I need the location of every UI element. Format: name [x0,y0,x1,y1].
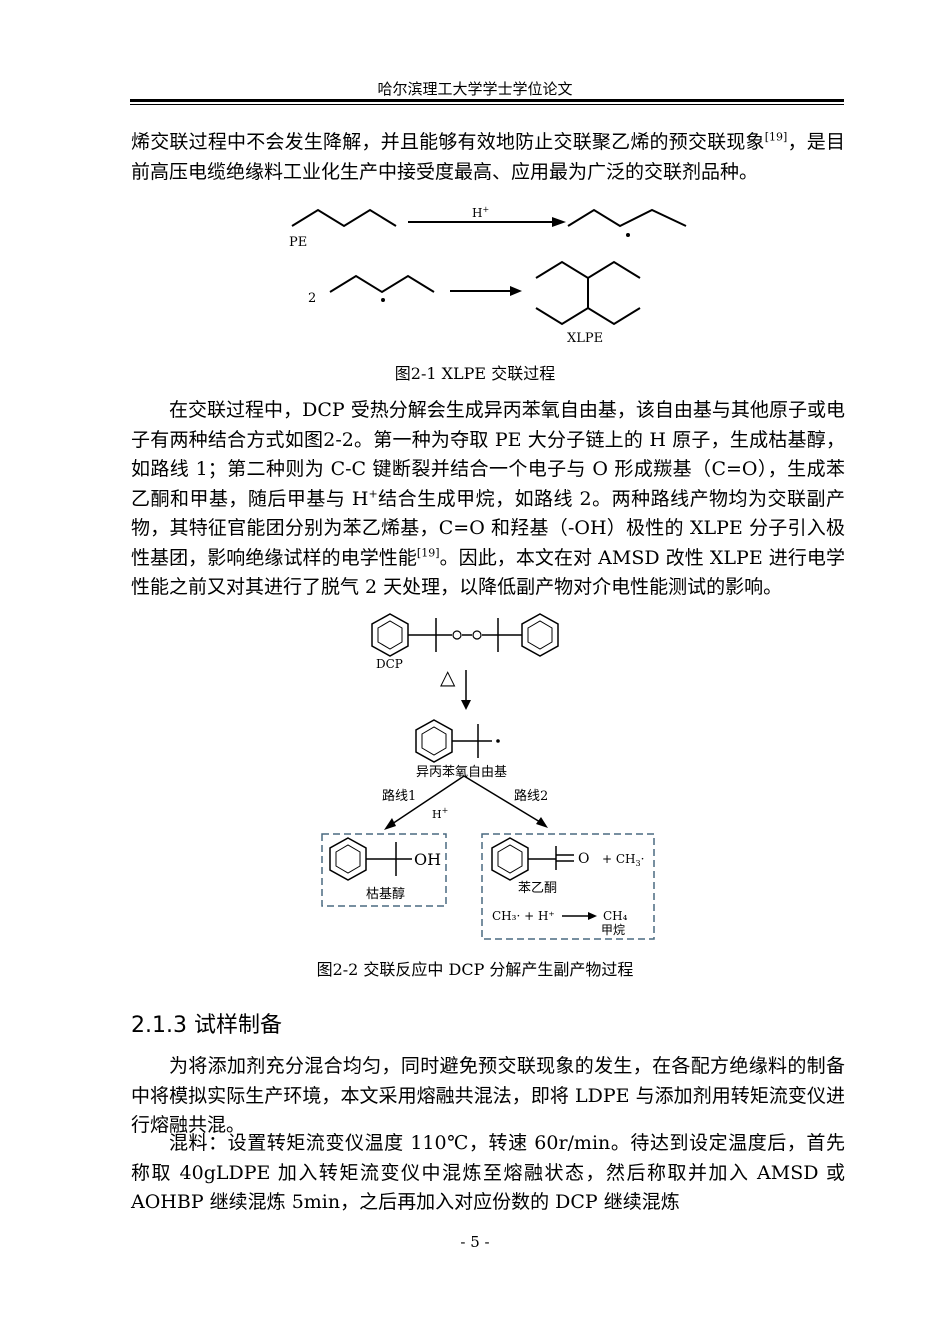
figure-2-2: DCP △ 异丙苯氧自由基 路线1 路线2 H+ OH 枯基醇 O + CH3·… [321,613,655,940]
arrow-1-head [552,217,566,227]
xlpe-bottom-chain [535,306,641,326]
route-1-line [391,775,465,825]
radical-benzene [415,719,453,763]
para2-text3: 。因此，本文在对 AMSD 改性 XLPE 进行电学性能之前又对其进行了脱气 2… [131,546,845,599]
label-acetophenone: 苯乙酮 [518,881,557,896]
label-route-1: 路线1 [382,788,416,804]
label-heat: △ [440,665,456,689]
label-methane: 甲烷 [601,923,625,937]
page-header: 哈尔滨理工大学学士学位论文 [377,80,573,98]
dcp-benzene-left [371,613,409,657]
figure-2-2-caption: 图2-2 交联反应中 DCP 分解产生副产物过程 [316,960,634,979]
para2-text1: 在交联过程中，DCP 受热分解会生成异丙苯氧自由基，该自由基与其他原子或电子有两… [131,399,845,510]
radical-chain [567,208,687,228]
paragraph-2: 在交联过程中，DCP 受热分解会生成异丙苯氧自由基，该自由基与其他原子或电子有两… [131,396,845,603]
para1-text2: ，是目前高压电缆绝缘料工业化生产中接受度最高、应用最为广泛的交联剂品种。 [131,131,845,183]
label-xlpe: XLPE [567,331,603,346]
label-o: O [578,851,589,867]
paragraph-3: 为将添加剂充分混合均匀，同时避免预交联现象的发生，在各配方绝缘料的制备中将模拟实… [131,1052,845,1141]
label-h-catalyst: H+ [472,205,489,220]
paragraph-1: 烯交联过程中不会发生降解，并且能够有效地防止交联聚乙烯的预交联现象[19]，是目… [131,128,845,187]
radical-dot-2 [381,298,385,302]
label-plus-ch3: + CH3· [602,852,644,868]
dcp-benzene-right [521,613,559,657]
acetophenone-box [481,833,655,940]
radical-chain-2 [329,274,435,294]
label-h-plus: H+ [432,806,448,821]
para1-text: 烯交联过程中不会发生降解，并且能够有效地防止交联聚乙烯的预交联现象 [131,131,765,153]
label-route-2: 路线2 [514,788,548,804]
citation-19b: [19] [416,546,440,560]
label-coefficient-2: 2 [308,291,316,306]
label-oh: OH [414,850,441,869]
para3-text: 为将添加剂充分混合均匀，同时避免预交联现象的发生，在各配方绝缘料的制备中将模拟实… [131,1055,845,1136]
figure-2-1: PE H+ 2 XLPE [289,205,687,346]
h-plus-sup: + [368,487,378,501]
label-cumyl-alcohol: 枯基醇 [366,886,405,902]
arrow-2-head [510,286,522,296]
label-pe: PE [289,235,307,250]
citation-19: [19] [764,130,788,144]
paragraph-4: 混料：设置转矩流变仪温度 110℃，转速 60r/min。待达到设定温度后，首先… [131,1129,845,1218]
figure-2-1-caption: 图2-1 XLPE 交联过程 [394,364,556,383]
label-radical: 异丙苯氧自由基 [416,765,507,780]
section-heading: 2.1.3 试样制备 [131,1013,282,1038]
route-1-arrow-head [384,818,396,830]
header-rule-thick [130,99,844,102]
page-number: - 5 - [460,1233,490,1251]
para4-text: 混料：设置转矩流变仪温度 110℃，转速 60r/min。待达到设定温度后，首先… [131,1132,845,1213]
route-2-arrow-head [536,817,548,828]
eq-arrow-head [588,912,597,920]
para2-text2: 结合生成甲烷，如路线 2。两种路线产物均为交联副产物，其特征官能团分别为苯乙烯基… [131,487,845,569]
route-2-line [463,775,541,823]
label-eq-left: CH₃· + H⁺ [492,909,555,923]
label-dcp: DCP [376,657,403,671]
xlpe-top-chain [535,260,641,280]
label-ch4: CH₄ [603,909,628,923]
header-rule-thin [130,104,844,105]
pe-chain [291,208,397,228]
cumyl-alcohol-box [321,833,447,907]
radical-dot-1 [626,233,630,237]
decomposition-arrow-head [461,700,471,710]
